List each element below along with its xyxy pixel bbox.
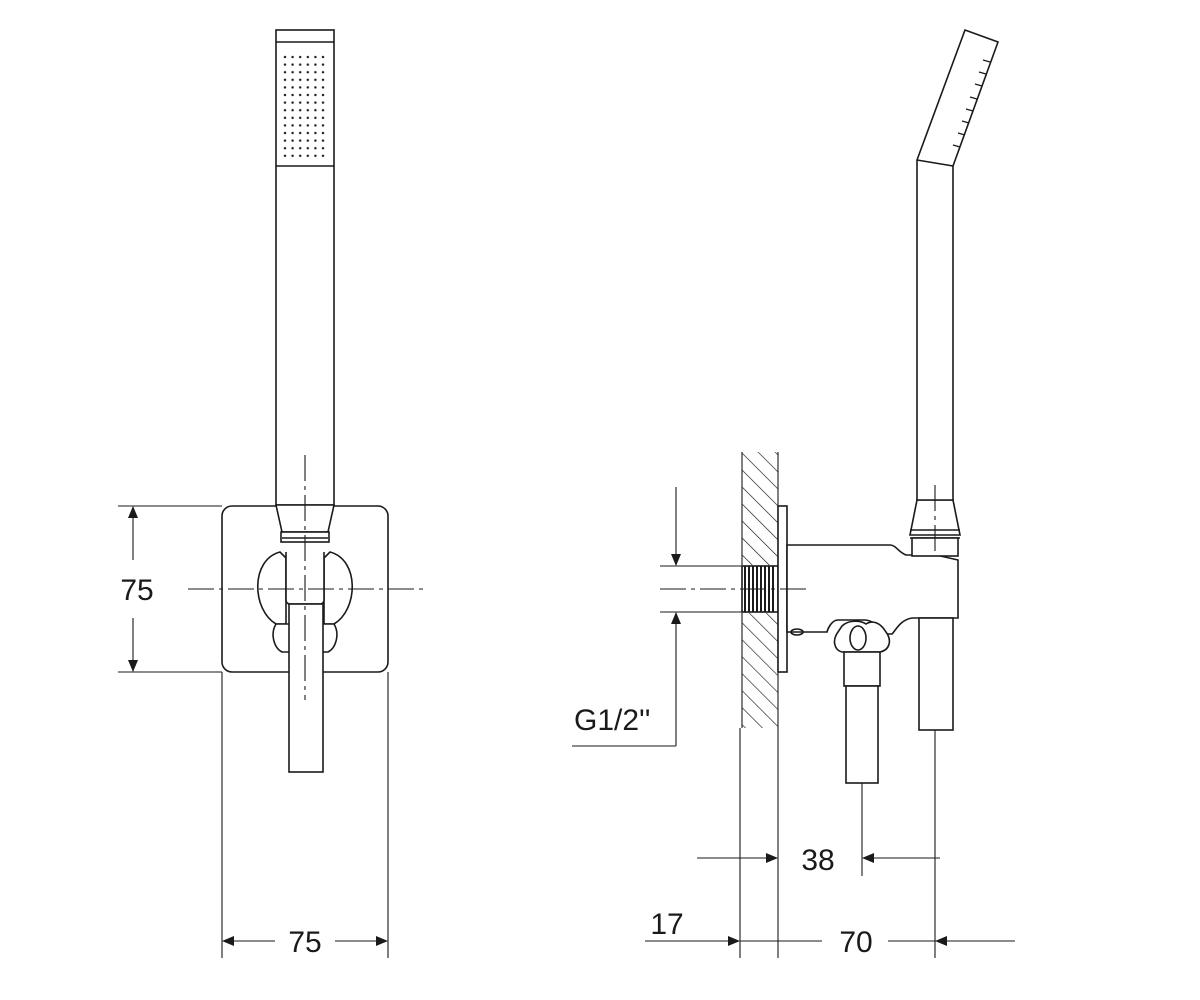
- side-lower-hose: [843, 651, 881, 687]
- projection-dimension-label: 70: [839, 926, 872, 959]
- side-view: G1/2'' 38 17 70: [572, 28, 1015, 959]
- thread-label: G1/2'': [574, 704, 651, 737]
- plate-dimension-label: 17: [650, 908, 683, 941]
- side-right-hose: [918, 617, 954, 731]
- front-handshower: [275, 29, 335, 506]
- side-spray-face: [952, 59, 991, 148]
- height-dimension-label: 75: [120, 574, 153, 607]
- front-view: 75 75: [118, 29, 424, 959]
- side-handshower: [916, 28, 1000, 501]
- width-dimension-label: 75: [288, 926, 321, 959]
- front-hose: [288, 603, 324, 773]
- outlet-offset-label: 38: [801, 844, 834, 877]
- outlet-body: [786, 544, 959, 635]
- hose-nut: [833, 620, 891, 653]
- spray-nozzles: [281, 52, 329, 162]
